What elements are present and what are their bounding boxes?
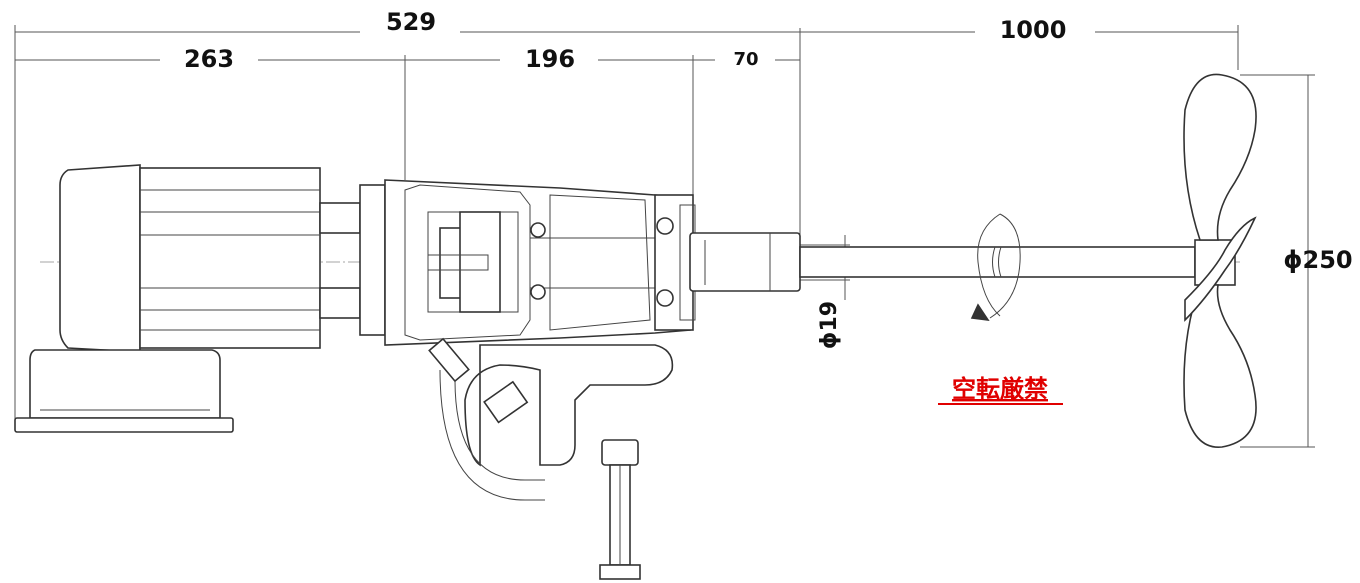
- no-dry-run-warning: 空転厳禁: [952, 375, 1048, 403]
- coupling: [689, 232, 801, 292]
- rotation-arrow-icon: [970, 213, 1021, 322]
- motor: [14, 164, 386, 433]
- propeller: [1183, 73, 1257, 448]
- clamp: [428, 337, 674, 580]
- shaft: [799, 246, 1196, 278]
- dim-propeller-diameter-label: ϕ250: [1283, 246, 1352, 274]
- gearbox: [384, 179, 696, 346]
- dim-263-label: 263: [184, 45, 234, 73]
- dim-196-label: 196: [525, 45, 575, 73]
- dim-529-label: 529: [386, 8, 436, 36]
- dimension-lines: [14, 25, 1315, 448]
- dim-1000-label: 1000: [1000, 16, 1067, 44]
- dim-shaft-diameter-label: ϕ19: [817, 301, 842, 349]
- dim-70-label: 70: [733, 49, 758, 70]
